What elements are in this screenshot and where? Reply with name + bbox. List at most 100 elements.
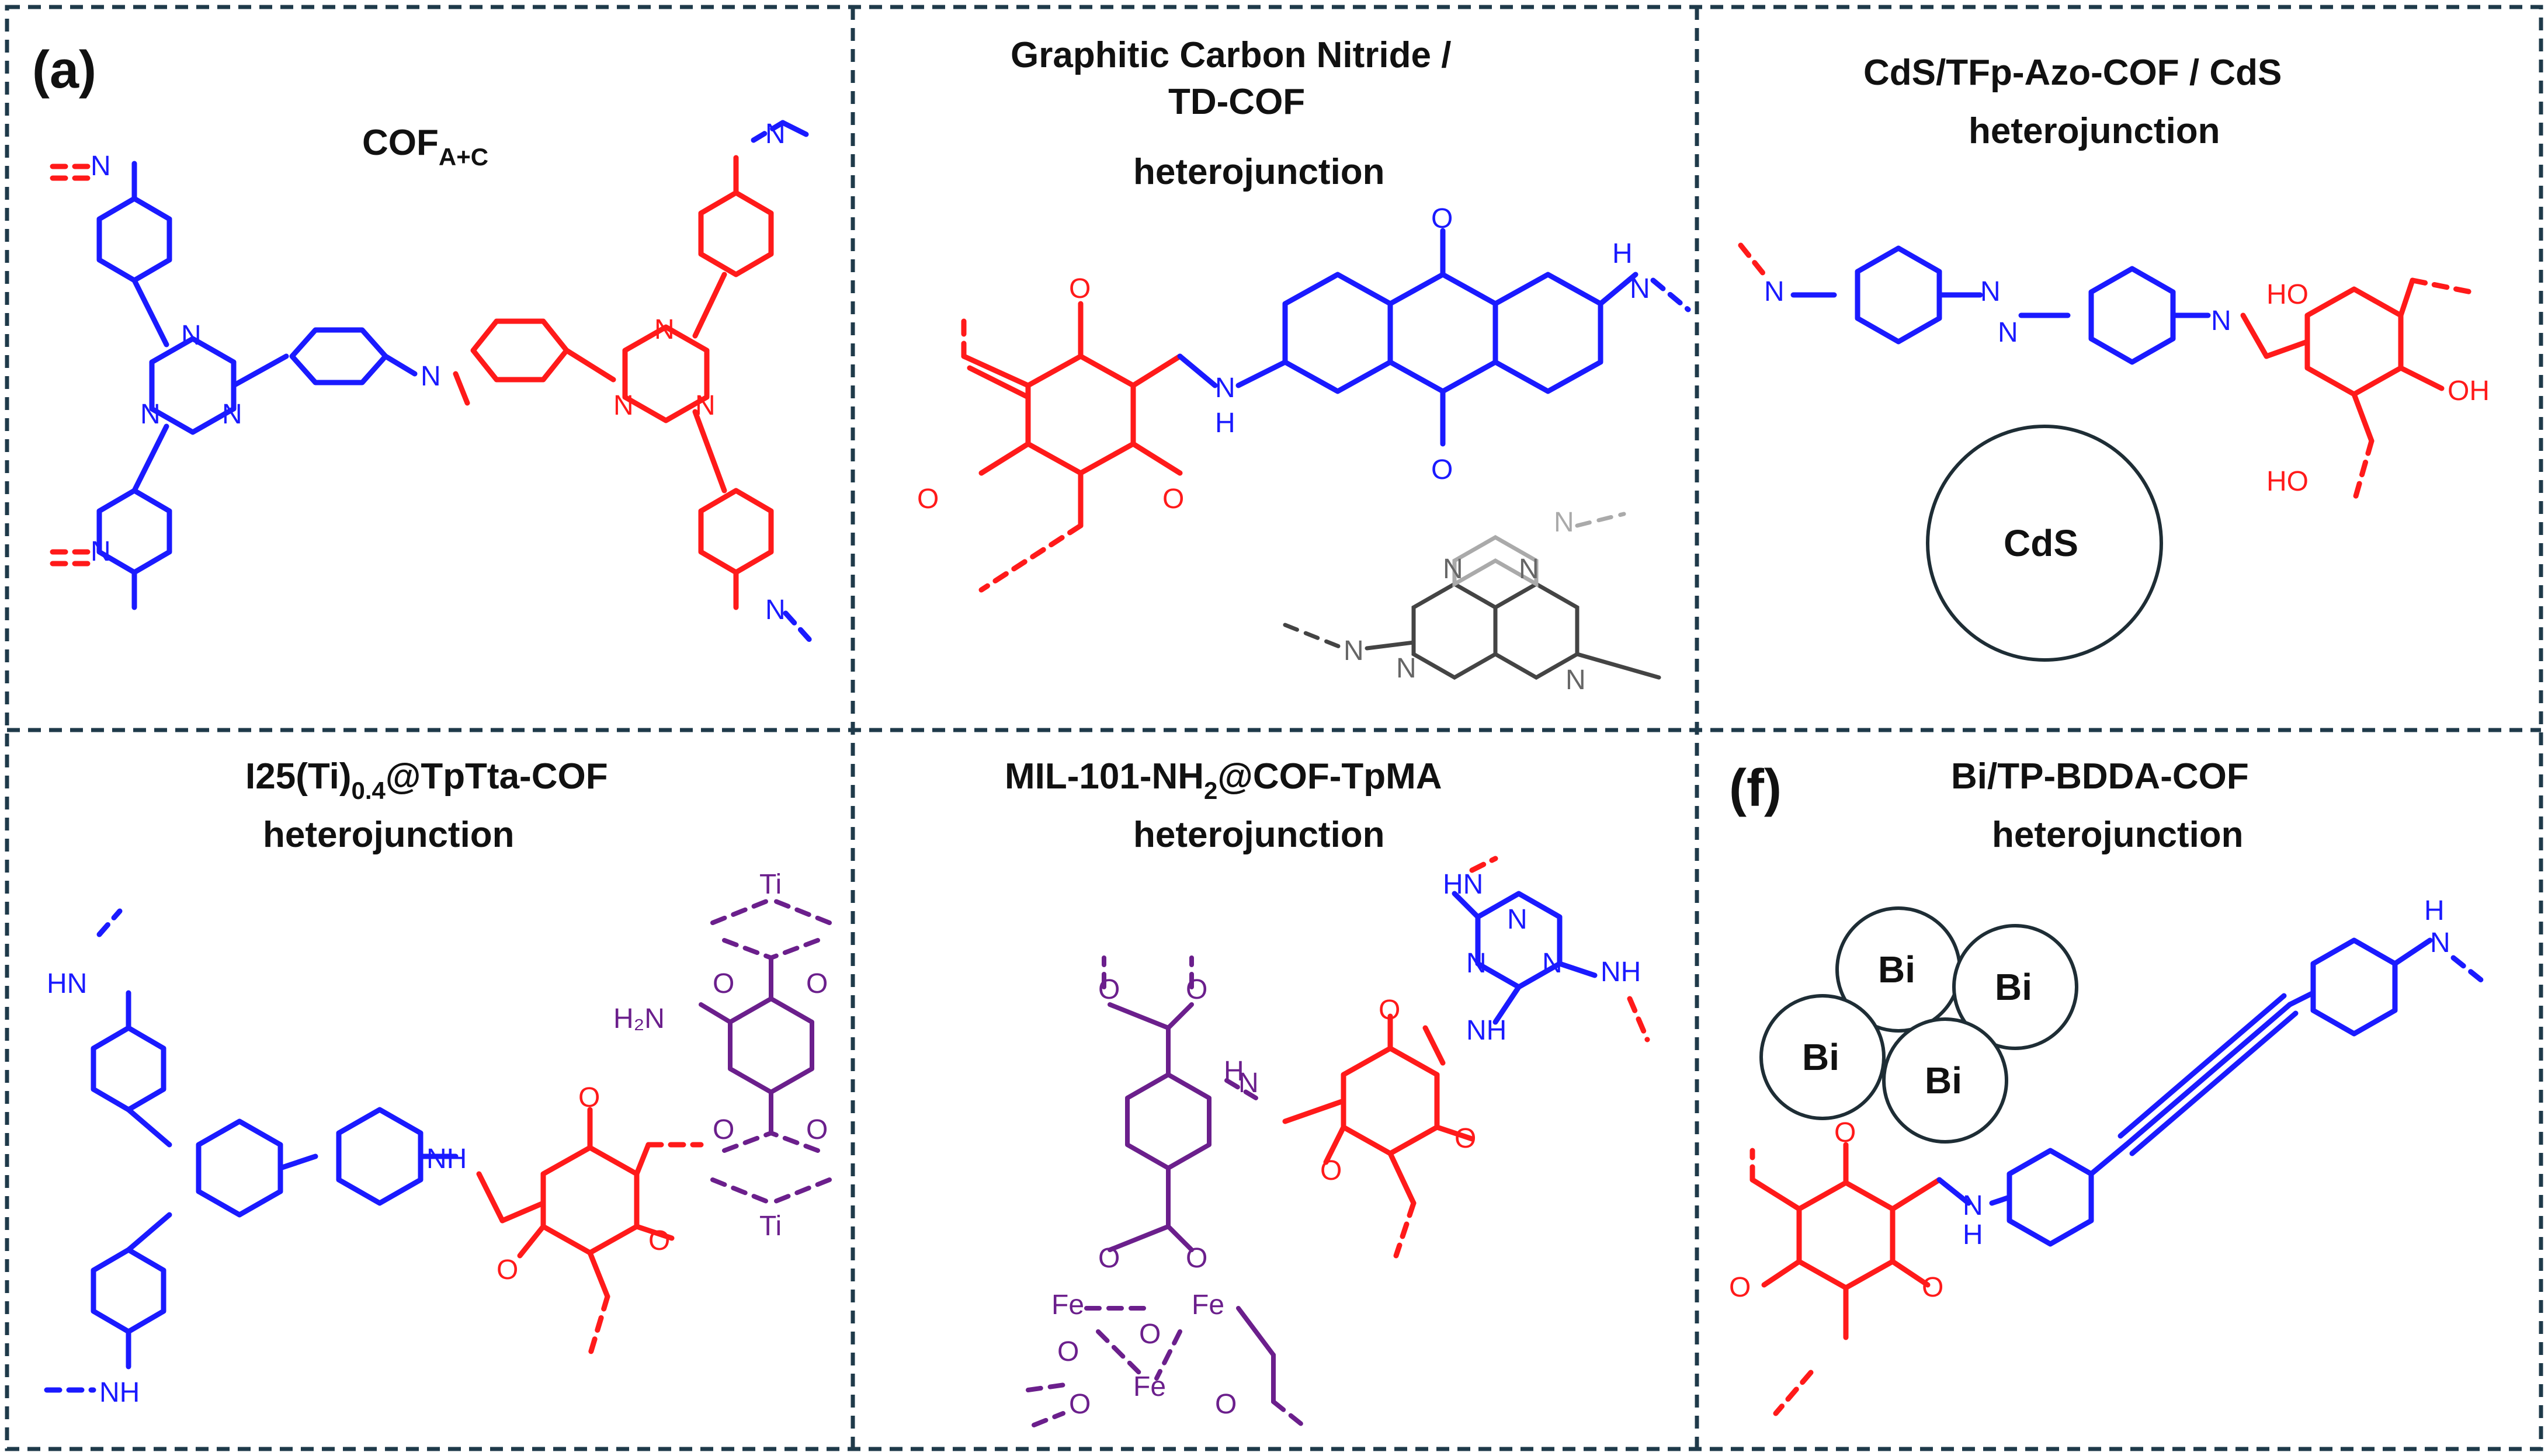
panel-a: (a) COFA+C N N bbox=[32, 41, 815, 645]
svg-text:O: O bbox=[1057, 1336, 1079, 1367]
svg-text:O: O bbox=[713, 968, 734, 999]
panel-c-title-line-2: heterojunction bbox=[1969, 111, 2220, 151]
svg-text:N: N bbox=[1344, 635, 1364, 666]
svg-text:O: O bbox=[1379, 995, 1400, 1026]
svg-text:O: O bbox=[1186, 1243, 1207, 1274]
svg-text:N: N bbox=[1519, 554, 1539, 585]
svg-text:O: O bbox=[1069, 273, 1091, 304]
svg-text:CdS: CdS bbox=[2004, 522, 2078, 564]
svg-text:H₂N: H₂N bbox=[613, 1003, 665, 1034]
svg-text:O: O bbox=[578, 1082, 600, 1113]
svg-text:O: O bbox=[1431, 203, 1453, 234]
svg-text:H: H bbox=[1215, 408, 1235, 439]
svg-text:O: O bbox=[1454, 1123, 1476, 1154]
bi-particle-4 bbox=[1882, 1017, 2008, 1144]
svg-text:O: O bbox=[1215, 1389, 1237, 1420]
svg-text:O: O bbox=[1186, 974, 1207, 1005]
svg-text:N: N bbox=[1998, 317, 2018, 348]
svg-text:N: N bbox=[91, 536, 111, 567]
svg-text:N: N bbox=[654, 314, 675, 345]
svg-text:N: N bbox=[1565, 665, 1586, 696]
svg-text:N: N bbox=[613, 390, 634, 421]
panel-d-title-line-2: heterojunction bbox=[263, 815, 515, 855]
svg-text:Bi: Bi bbox=[1878, 948, 1915, 991]
svg-text:H: H bbox=[2424, 895, 2445, 926]
svg-text:O: O bbox=[917, 484, 939, 515]
svg-text:N: N bbox=[765, 595, 786, 626]
svg-text:N: N bbox=[1554, 507, 1574, 538]
svg-text:HN: HN bbox=[47, 968, 87, 999]
panel-b-title-line-3: heterojunction bbox=[1133, 152, 1385, 192]
svg-text:O: O bbox=[1162, 484, 1184, 515]
svg-text:O: O bbox=[1069, 1389, 1091, 1420]
svg-text:Ti: Ti bbox=[759, 1211, 782, 1242]
svg-text:O: O bbox=[806, 968, 828, 999]
svg-text:Fe: Fe bbox=[1192, 1290, 1224, 1321]
panel-a-label: (a) bbox=[32, 41, 96, 99]
svg-text:O: O bbox=[648, 1225, 670, 1256]
svg-text:NH: NH bbox=[1601, 957, 1641, 988]
svg-text:N: N bbox=[1396, 653, 1417, 684]
svg-text:N: N bbox=[1542, 948, 1563, 979]
svg-text:N: N bbox=[1764, 276, 1785, 307]
panel-f: (f) Bi/TP-BDDA-COF heterojunction Bi Bi … bbox=[1729, 756, 2485, 1416]
svg-text:O: O bbox=[1729, 1272, 1751, 1303]
svg-text:N: N bbox=[765, 119, 786, 150]
svg-text:NH: NH bbox=[426, 1144, 467, 1174]
panel-f-title-line-2: heterojunction bbox=[1992, 815, 2244, 855]
svg-text:H: H bbox=[1612, 238, 1633, 269]
svg-text:N: N bbox=[1630, 273, 1650, 304]
svg-text:O: O bbox=[1834, 1117, 1856, 1148]
svg-text:O: O bbox=[1139, 1319, 1161, 1350]
svg-text:N: N bbox=[2430, 927, 2450, 958]
panel-f-title-line-1: Bi/TP-BDDA-COF bbox=[1951, 756, 2249, 797]
svg-text:N: N bbox=[1963, 1190, 1983, 1221]
svg-text:NH: NH bbox=[99, 1377, 140, 1408]
panel-e-title-line-1: MIL-101-NH2@COF-TpMA bbox=[1005, 756, 1442, 804]
svg-text:O: O bbox=[497, 1255, 518, 1285]
bi-particle-3 bbox=[1759, 994, 1886, 1120]
svg-text:H: H bbox=[1224, 1056, 1244, 1087]
panel-d-title-line-1: I25(Ti)0.4@TpTta-COF bbox=[245, 756, 608, 804]
panel-b: Graphitic Carbon Nitride / TD-COF hetero… bbox=[917, 35, 1691, 696]
svg-text:Bi: Bi bbox=[1995, 966, 2032, 1008]
panel-b-title-line-1: Graphitic Carbon Nitride / bbox=[1011, 35, 1451, 75]
cds-particle bbox=[1926, 425, 2163, 662]
svg-text:N: N bbox=[1507, 904, 1528, 935]
panel-e: MIL-101-NH2@COF-TpMA heterojunction bbox=[1005, 756, 1650, 1427]
svg-text:O: O bbox=[1098, 974, 1120, 1005]
svg-text:O: O bbox=[1098, 1243, 1120, 1274]
svg-text:N: N bbox=[1980, 276, 2001, 307]
bi-particle-2 bbox=[1952, 924, 2078, 1050]
svg-text:N: N bbox=[1215, 373, 1235, 404]
svg-text:N: N bbox=[91, 151, 111, 182]
svg-text:OH: OH bbox=[2448, 376, 2490, 406]
svg-text:O: O bbox=[806, 1114, 828, 1145]
svg-text:Bi: Bi bbox=[1802, 1036, 1839, 1078]
svg-text:H: H bbox=[1963, 1219, 1983, 1250]
panel-c-title-line-1: CdS/TFp-Azo-COF / CdS bbox=[1863, 53, 2282, 93]
svg-text:HO: HO bbox=[2266, 466, 2309, 497]
svg-text:O: O bbox=[713, 1114, 734, 1145]
svg-text:O: O bbox=[1320, 1155, 1342, 1186]
svg-text:O: O bbox=[1922, 1272, 1943, 1303]
panel-a-title: COFA+C bbox=[362, 123, 488, 171]
svg-text:NH: NH bbox=[1466, 1015, 1506, 1046]
svg-text:N: N bbox=[1443, 554, 1463, 585]
svg-text:Ti: Ti bbox=[759, 869, 782, 900]
svg-text:N: N bbox=[140, 399, 161, 430]
panel-grid bbox=[5, 5, 2543, 1451]
panel-b-title-line-2: TD-COF bbox=[1168, 82, 1305, 122]
svg-text:O: O bbox=[1431, 454, 1453, 485]
svg-text:N: N bbox=[421, 361, 441, 392]
svg-text:HN: HN bbox=[1443, 869, 1483, 900]
panel-d: I25(Ti)0.4@TpTta-COF heterojunction bbox=[44, 756, 832, 1408]
svg-text:N: N bbox=[222, 399, 242, 430]
svg-text:N: N bbox=[1466, 948, 1487, 979]
svg-text:N: N bbox=[1238, 1068, 1259, 1099]
panel-c: CdS/TFp-Azo-COF / CdS heterojunction CdS… bbox=[1738, 53, 2490, 662]
panel-e-title-line-2: heterojunction bbox=[1133, 815, 1385, 855]
panel-f-label: (f) bbox=[1729, 759, 1782, 818]
svg-text:Fe: Fe bbox=[1051, 1290, 1084, 1321]
